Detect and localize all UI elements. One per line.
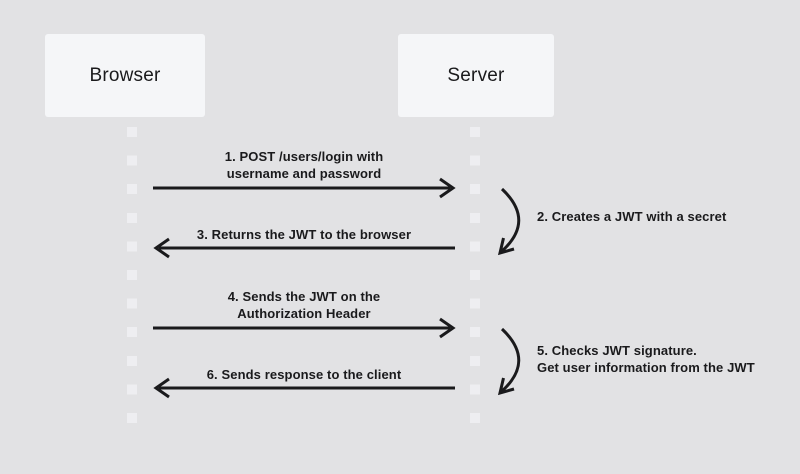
actor-server-label: Server [447,64,505,86]
message-3-line-1: 3. Returns the JWT to the browser [196,227,412,242]
message-4-label: 4. Sends the JWT on the Authorization He… [228,288,381,322]
actor-server-box: Server [398,34,554,117]
message-1-line-2: username and password [226,166,382,181]
message-4-line-2: Authorization Header [237,306,371,321]
lifeline-server [470,127,480,423]
lifeline-browser [127,127,137,423]
message-2-label: 2. Creates a JWT with a secret [537,209,726,226]
actor-browser-box: Browser [45,34,205,117]
message-6-line-1: 6. Sends response to the client [206,367,402,382]
message-2-self-arrow [497,187,521,256]
message-5-line-1: 5. Checks JWT signature. [537,343,697,358]
message-5-self-arrow [497,327,521,396]
message-5-line-2: Get user information from the JWT [537,359,755,375]
message-1-label: 1. POST /users/login with username and p… [225,148,384,182]
message-3-label: 3. Returns the JWT to the browser [197,226,411,243]
actor-browser-label: Browser [89,64,161,86]
message-2-line-1: 2. Creates a JWT with a secret [537,209,727,224]
message-1-line-1: 1. POST /users/login with [224,149,384,164]
message-5-label: 5. Checks JWT signature. Get user inform… [537,343,755,376]
message-4-line-1: 4. Sends the JWT on the [227,289,381,304]
message-6-label: 6. Sends response to the client [207,366,402,383]
